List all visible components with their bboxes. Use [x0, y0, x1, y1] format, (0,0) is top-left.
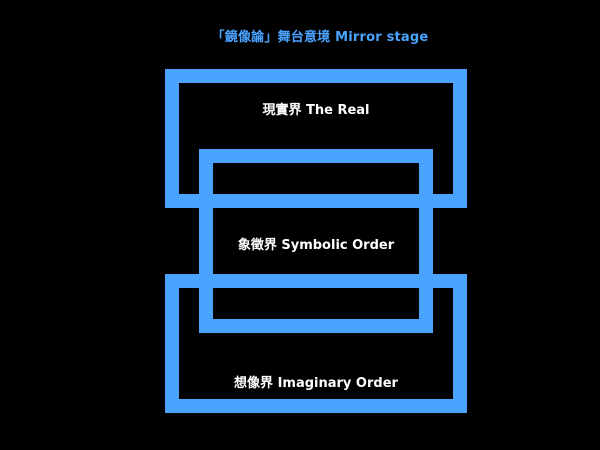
- imaginary-label: 想像界 Imaginary Order: [234, 376, 398, 391]
- symbolic-frame: [199, 149, 433, 333]
- imaginary-frame: [165, 274, 467, 413]
- symbolic-label: 象徵界 Symbolic Order: [237, 238, 395, 253]
- real-label: 現實界 The Real: [262, 103, 370, 118]
- real-frame: [165, 69, 467, 208]
- diagram-title: 「鏡像論」舞台意境 Mirror stage: [211, 30, 429, 45]
